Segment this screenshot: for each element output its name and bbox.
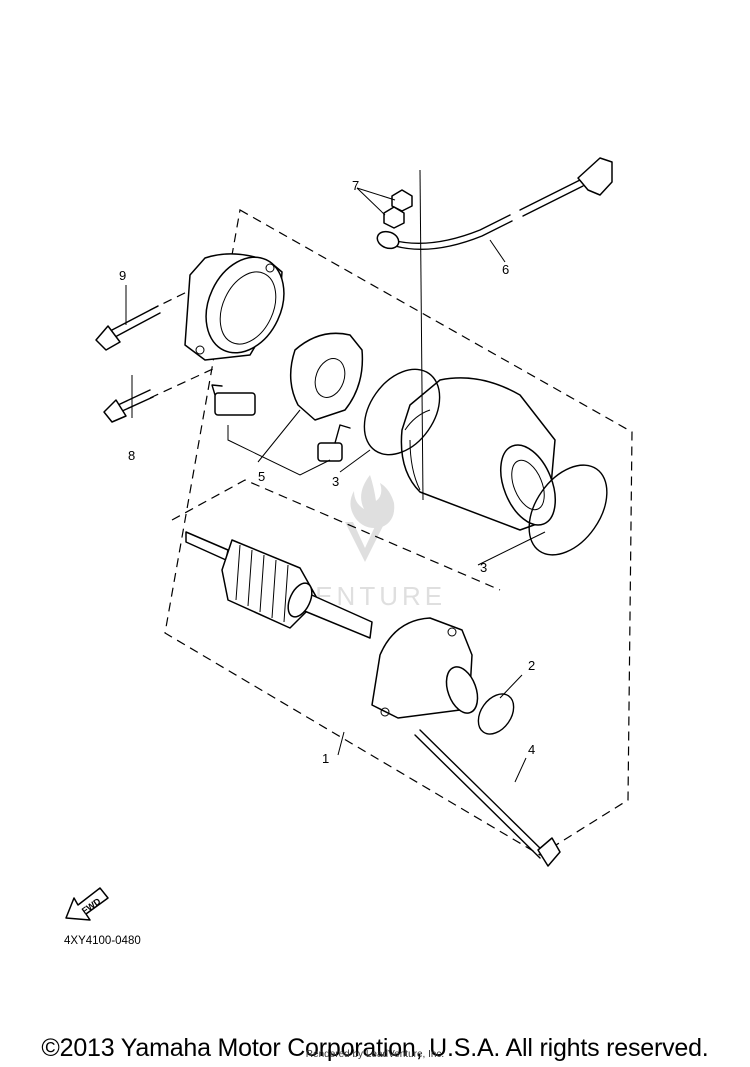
rear-cover-part <box>371 617 479 719</box>
bolt-8-guide <box>149 367 216 399</box>
diagram-code: 4XY4100-0480 <box>64 935 141 947</box>
bolt-9-part <box>95 305 161 351</box>
terminal-guide-line <box>419 169 424 501</box>
lead-wire-6-part <box>376 157 613 250</box>
forward-arrow-icon: FWD <box>65 887 109 921</box>
callout-8: 8 <box>128 448 135 463</box>
armature-part <box>185 531 373 639</box>
brush-5-leader-box <box>227 409 331 476</box>
callout-9: 9 <box>119 268 126 283</box>
leader-lines <box>125 187 546 783</box>
callout-4: 4 <box>528 742 535 757</box>
watermark-flame-icon <box>350 475 395 528</box>
assembly-boundary <box>164 209 633 856</box>
nuts-7-part <box>383 189 413 229</box>
o-ring-2-part <box>477 693 515 735</box>
armature-boundary <box>171 479 501 591</box>
leadventure-watermark: VENTURE <box>294 475 442 611</box>
copyright-notice: ©2013 Yamaha Motor Corporation, U.S.A. A… <box>41 1034 709 1062</box>
callout-5: 5 <box>258 469 265 484</box>
rendered-by-notice: Rendered by LeadVenture, Inc. <box>305 1049 445 1060</box>
callout-1: 1 <box>322 751 329 766</box>
callout-3-lower: 3 <box>480 560 487 575</box>
o-ring-3-upper-part <box>363 368 441 456</box>
brush-holder-plate-part <box>211 332 364 462</box>
callout-3-upper: 3 <box>332 474 339 489</box>
bolt-8-part <box>103 389 154 423</box>
o-ring-3-lower-part <box>528 464 608 556</box>
callout-2: 2 <box>528 658 535 673</box>
yoke-housing-part <box>400 377 557 531</box>
callout-6: 6 <box>502 262 509 277</box>
watermark-v-icon <box>345 522 385 562</box>
front-cover-part <box>184 253 285 361</box>
long-bolt-4-part <box>414 729 561 867</box>
callout-7: 7 <box>352 178 359 193</box>
